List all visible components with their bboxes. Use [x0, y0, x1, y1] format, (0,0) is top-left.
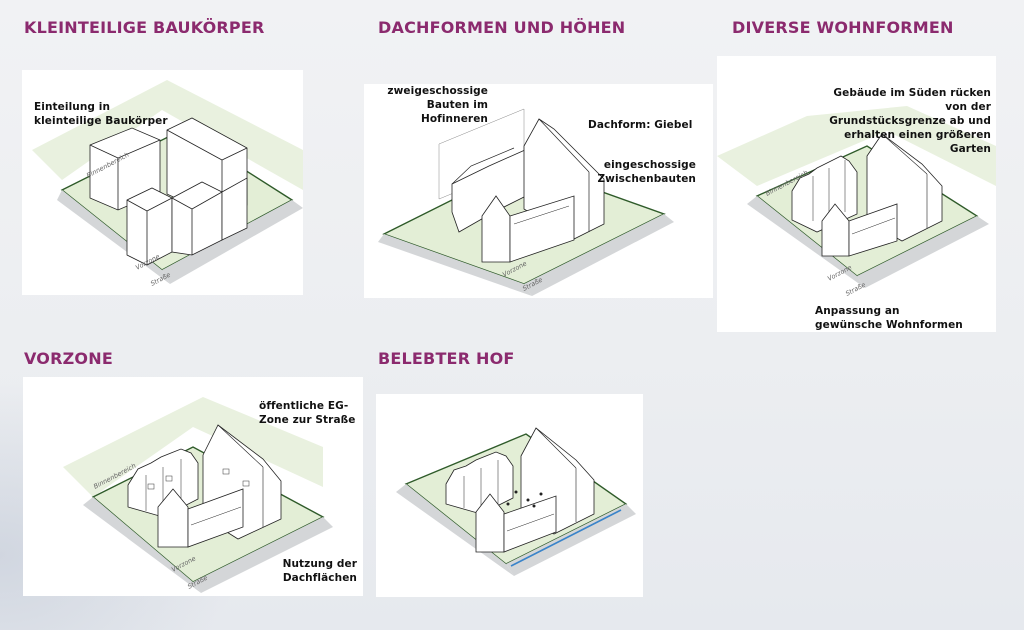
diagram-panel-vorzone: Binnenbereich Vorzone Straße öffentliche… [23, 377, 363, 596]
annotation-oeffentliche-eg-zone: öffentliche EG-Zone zur Straße [259, 400, 356, 426]
annotation-dachform-giebel: Dachform: Giebel [588, 119, 693, 131]
ground-label-strasse: Straße [844, 281, 867, 298]
panel-title-belebter-hof: BELEBTER HOF [378, 349, 515, 368]
annotation-zweigeschossige-bauten: zweigeschossige Bauten im Hofinneren [387, 85, 488, 125]
annotation-nutzung-dachflaechen: Nutzung der Dachflächen [282, 558, 357, 584]
isometric-diagram: Binnenbereich Vorzone Straße [32, 80, 303, 288]
panel-title-diverse-wohnformen: DIVERSE WOHNFORMEN [732, 18, 954, 37]
annotation-gebaeude-im-sueden: Gebäude im Süden rücken von der Grundstü… [829, 87, 991, 155]
diagram-panel-dachformen: Vorzone Straße zweigeschossige Bauten im… [364, 84, 713, 298]
annotation-eingeschossige-zwischenbauten: eingeschossige Zwischenbauten [597, 159, 696, 185]
isometric-diagram: Binnenbereich Vorzone Straße [717, 106, 996, 298]
annotation-anpassung-wohnformen: Anpassung an gewünsche Wohnformen [815, 305, 963, 331]
panel-title-vorzone: VORZONE [24, 349, 113, 368]
panel-title-dachformen: DACHFORMEN UND HÖHEN [378, 18, 626, 37]
diagram-panel-belebter-hof [376, 394, 643, 597]
isometric-diagram: Vorzone Straße [378, 108, 674, 296]
diagram-panel-kleinteilige-baukoerper: Binnenbereich Vorzone Straße Einteilung … [22, 70, 303, 295]
annotation-einteilung: Einteilung in kleinteilige Baukörper [34, 101, 168, 127]
isometric-diagram [396, 427, 636, 576]
isometric-diagram: Binnenbereich Vorzone Straße [63, 397, 333, 593]
diagram-panel-diverse-wohnformen: Binnenbereich Vorzone Straße Gebäude im … [717, 56, 996, 332]
panel-title-kleinteilige-baukoerper: KLEINTEILIGE BAUKÖRPER [24, 18, 265, 37]
